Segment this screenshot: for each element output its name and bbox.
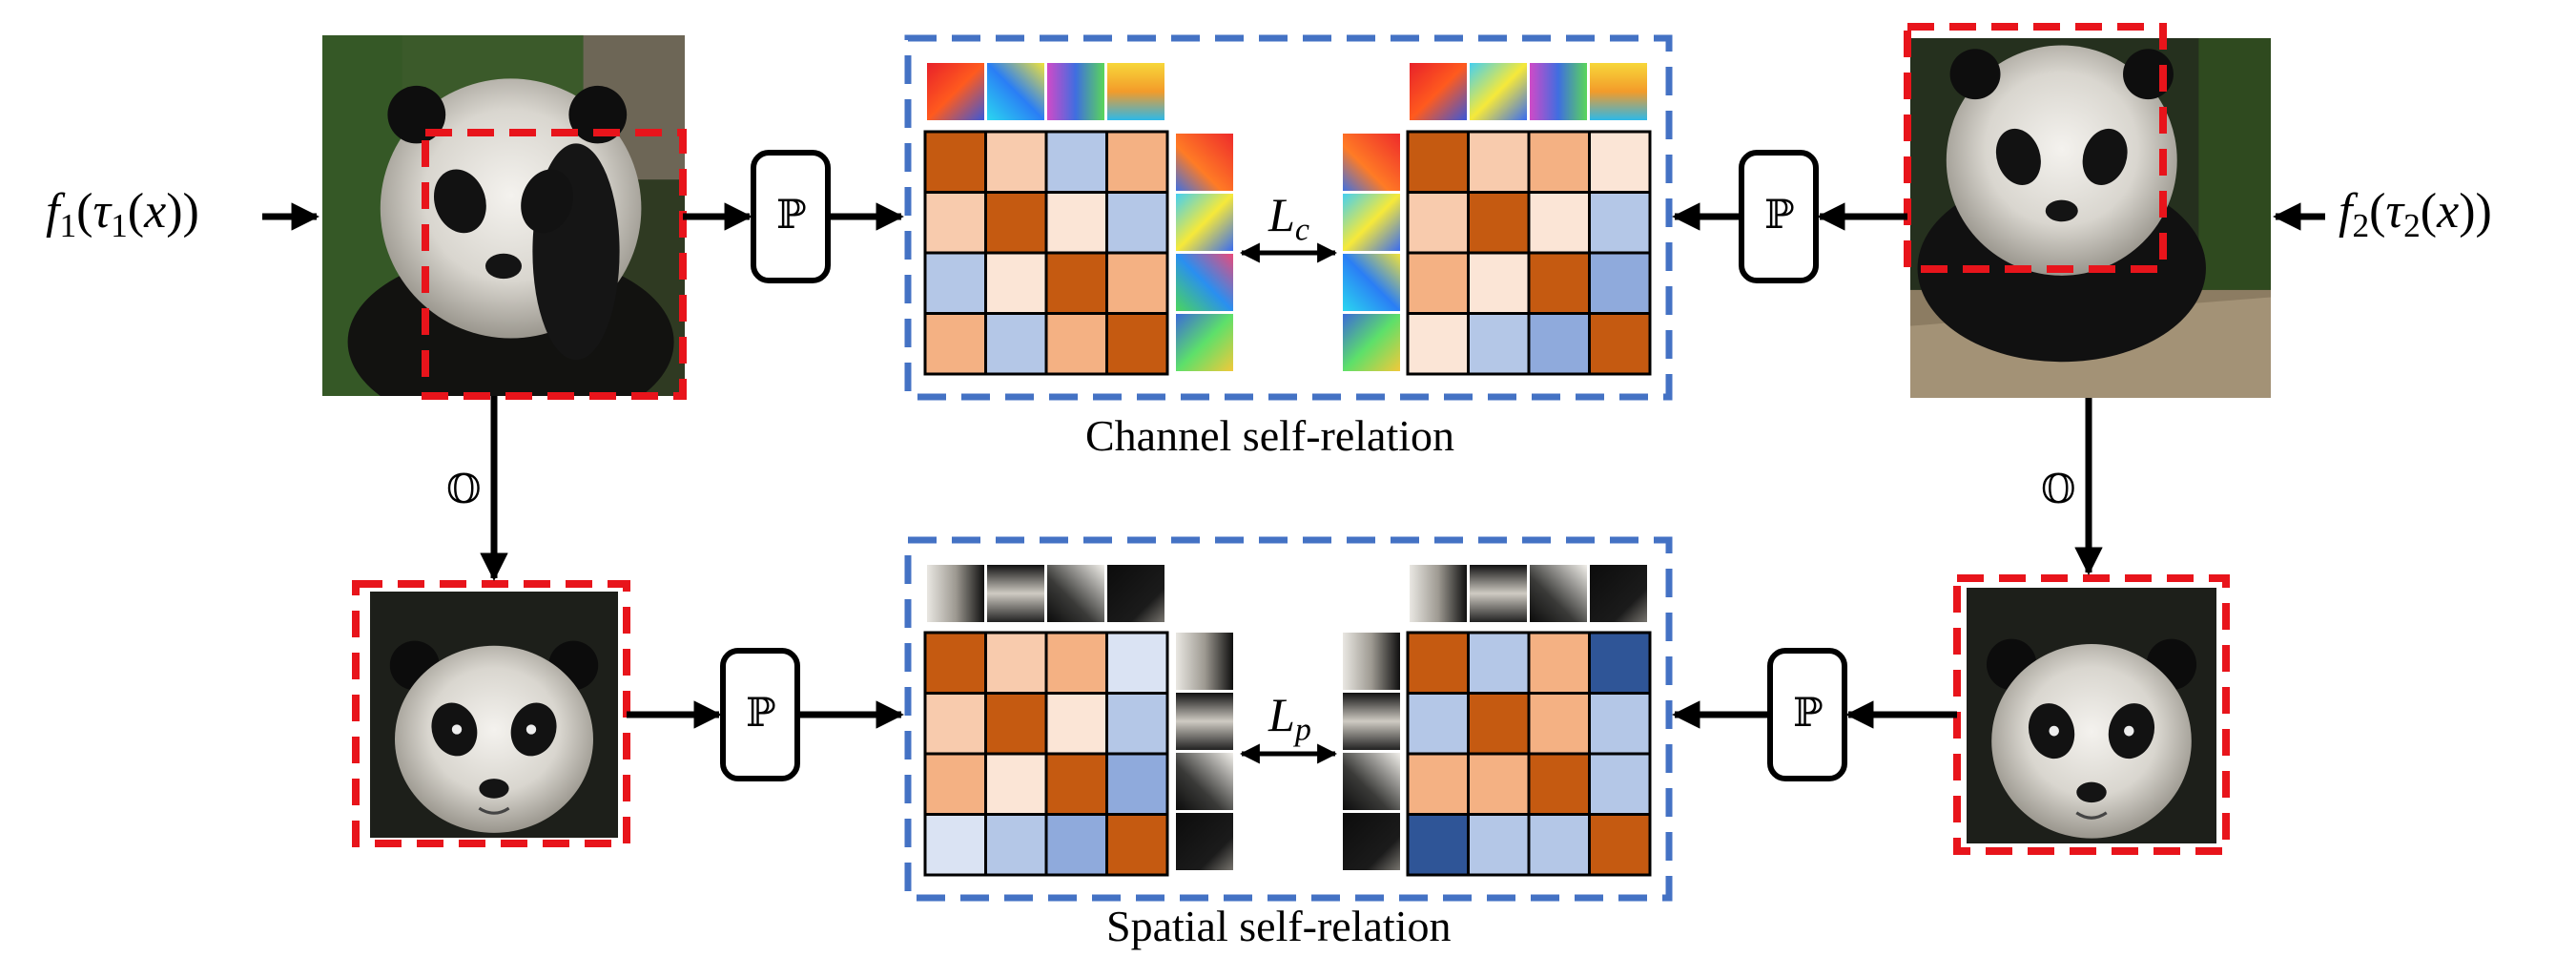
matrix-cell [1527, 191, 1591, 255]
channel-feature-maps-side-left [1176, 134, 1233, 371]
matrix-cell [984, 130, 1048, 194]
spatial-patches-side-left [1176, 633, 1233, 870]
spatial-patches-top-right [1410, 565, 1647, 622]
right-augmented-view [1904, 23, 2271, 398]
matrix-cell [1467, 191, 1531, 255]
left-overlap-crop [352, 580, 630, 847]
channel-matrix-right [1406, 130, 1652, 376]
matrix-cell [1588, 191, 1652, 255]
projector-box-top-right [1739, 150, 1819, 283]
spatial-patches-side-right [1343, 633, 1400, 870]
matrix-cell [1527, 251, 1591, 315]
channel-feature-maps-side-right [1343, 134, 1400, 371]
matrix-cell [1406, 251, 1470, 315]
matrix-cell [1044, 130, 1108, 194]
matrix-cell [984, 191, 1048, 255]
matrix-cell [984, 692, 1048, 756]
matrix-cell [1467, 631, 1531, 695]
spatial-matrix-right [1406, 631, 1652, 877]
matrix-cell [1044, 692, 1108, 756]
matrix-cell [1588, 312, 1652, 376]
left-crop-box [422, 129, 687, 400]
spatial-matrix-left [923, 631, 1169, 877]
matrix-cell [1105, 191, 1169, 255]
matrix-cell [1105, 631, 1169, 695]
matrix-cell [923, 191, 987, 255]
left-augmented-view [322, 35, 687, 400]
matrix-cell [984, 631, 1048, 695]
matrix-cell [1588, 130, 1652, 194]
matrix-cell [1105, 312, 1169, 376]
channel-feature-maps-top-right [1410, 63, 1647, 120]
matrix-cell [1406, 631, 1470, 695]
projector-box-top-left [751, 150, 831, 283]
matrix-cell [1044, 752, 1108, 816]
channel-feature-maps-top-left [927, 63, 1164, 120]
matrix-cell [1527, 813, 1591, 877]
matrix-cell [984, 312, 1048, 376]
matrix-cell [1588, 631, 1652, 695]
matrix-cell [1527, 692, 1591, 756]
matrix-cell [1044, 813, 1108, 877]
matrix-cell [984, 813, 1048, 877]
matrix-cell [1467, 752, 1531, 816]
matrix-cell [1044, 191, 1108, 255]
spatial-relation-box [904, 536, 1673, 902]
matrix-cell [1588, 752, 1652, 816]
matrix-cell [984, 752, 1048, 816]
matrix-cell [1406, 130, 1470, 194]
matrix-cell [1588, 692, 1652, 756]
matrix-cell [1588, 813, 1652, 877]
matrix-cell [923, 312, 987, 376]
matrix-cell [1044, 631, 1108, 695]
matrix-cell [984, 251, 1048, 315]
matrix-cell [1105, 813, 1169, 877]
spatial-patches-top-left [927, 565, 1164, 622]
matrix-cell [923, 752, 987, 816]
matrix-cell [1105, 251, 1169, 315]
matrix-cell [1406, 191, 1470, 255]
channel-relation-box [904, 34, 1673, 401]
matrix-cell [1527, 631, 1591, 695]
matrix-cell [1406, 813, 1470, 877]
matrix-cell [923, 692, 987, 756]
matrix-cell [1406, 312, 1470, 376]
matrix-cell [1467, 130, 1531, 194]
matrix-cell [1467, 312, 1531, 376]
matrix-cell [923, 631, 987, 695]
matrix-cell [1467, 692, 1531, 756]
matrix-cell [1527, 130, 1591, 194]
matrix-cell [923, 251, 987, 315]
projector-box-bottom-right [1767, 648, 1847, 781]
matrix-cell [1105, 692, 1169, 756]
channel-matrix-left [923, 130, 1169, 376]
matrix-cell [1105, 752, 1169, 816]
matrix-cell [923, 813, 987, 877]
matrix-cell [923, 130, 987, 194]
matrix-cell [1467, 813, 1531, 877]
projector-box-bottom-left [720, 648, 800, 781]
matrix-cell [1406, 692, 1470, 756]
matrix-cell [1044, 312, 1108, 376]
matrix-cell [1406, 752, 1470, 816]
matrix-cell [1467, 251, 1531, 315]
matrix-cell [1588, 251, 1652, 315]
matrix-cell [1044, 251, 1108, 315]
matrix-cell [1527, 752, 1591, 816]
right-crop-box [1904, 23, 2167, 273]
matrix-cell [1527, 312, 1591, 376]
right-overlap-crop [1953, 574, 2230, 855]
matrix-cell [1105, 130, 1169, 194]
